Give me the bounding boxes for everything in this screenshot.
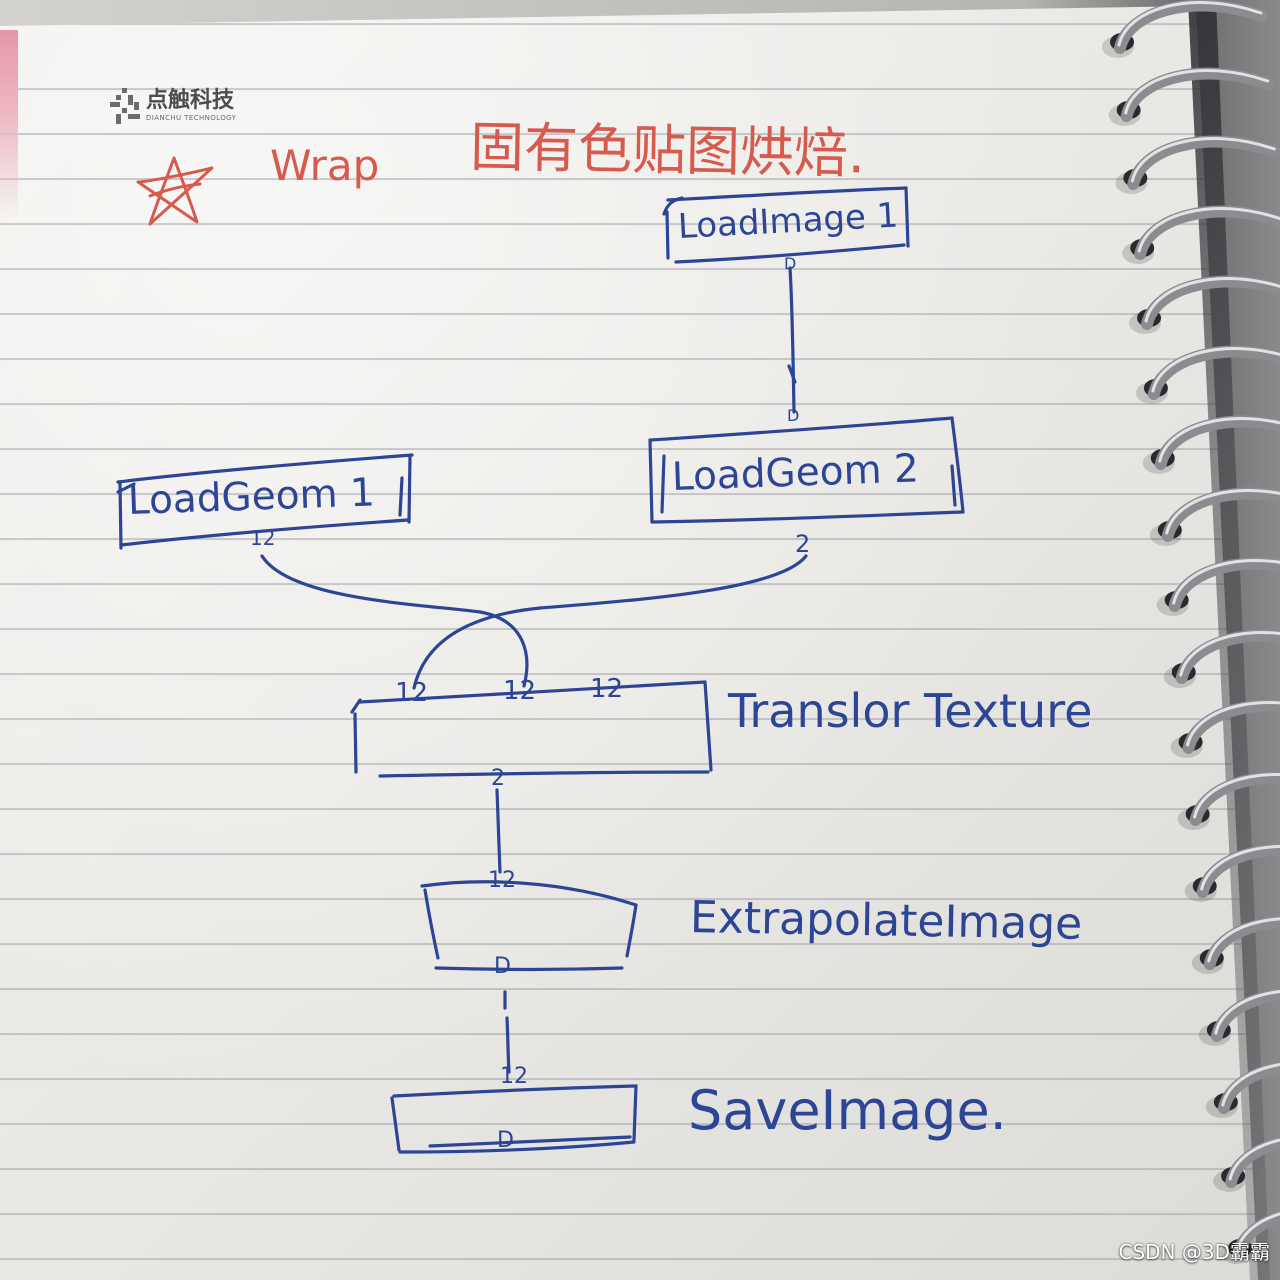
ring-wire [1210, 988, 1280, 1042]
ring-wire [1120, 67, 1275, 122]
spiral-ring [1129, 275, 1280, 334]
edge-extrapolate-image-to-save-image-lower [505, 1016, 511, 1074]
node-label-extrapolate-image: ExtrapolateImage [689, 892, 1083, 950]
ring-wire-highlight [1207, 917, 1280, 963]
edge-load-geom-1-to-translor-texture [260, 554, 529, 688]
ring-wire-highlight [1144, 277, 1280, 323]
port-translor-texture-in-1: 12 [395, 678, 429, 708]
ring-wire [1232, 1211, 1280, 1260]
ring-wire-highlight [1228, 1138, 1280, 1181]
node-box-save-image [390, 1084, 638, 1154]
node-box-translor-texture [350, 680, 713, 778]
notebook-cover-edge [0, 30, 18, 220]
port-translor-texture-in-3: 12 [590, 674, 624, 704]
spiral-ring [1220, 1211, 1280, 1264]
heading-app-name: Wrap [270, 141, 380, 190]
spiral-ring [1115, 135, 1280, 194]
ring-wire-highlight [1165, 489, 1280, 535]
port-translor-texture-in-2: 12 [503, 676, 537, 706]
ring-wire-highlight [1151, 347, 1280, 393]
star-scribble [148, 182, 202, 198]
spiral-ring [1205, 1061, 1280, 1118]
node-label-load-image-1: LoadImage 1 [676, 195, 900, 247]
ring-wire [1134, 205, 1280, 260]
ring-wire-highlight [1179, 631, 1280, 677]
ring-wire-highlight [1137, 207, 1280, 253]
port-save-image-in: 12 [500, 1064, 528, 1089]
ring-wire [1203, 915, 1280, 970]
port-load-image-1-out: D [784, 254, 797, 273]
edge-load-geom-2-to-translor-texture [412, 554, 808, 690]
ring-wire [1182, 699, 1280, 754]
node-label-save-image: SaveImage. [688, 1079, 1007, 1142]
node-label-load-geom-1: LoadGeom 1 [127, 470, 376, 524]
ring-wire [1225, 1137, 1280, 1188]
spiral-ring [1108, 67, 1275, 126]
ring-wire-highlight [1200, 845, 1280, 891]
ring-wire [1175, 629, 1280, 684]
ring-wire-highlight [1186, 701, 1280, 747]
ring-wire [1114, 0, 1268, 54]
ring-wire-highlight [1221, 1063, 1280, 1107]
ring-wire [1154, 415, 1280, 470]
spiral-ring [1149, 487, 1280, 546]
ring-wire [1217, 1061, 1280, 1114]
node-label-load-geom-2: LoadGeom 2 [671, 446, 920, 500]
port-load-geom-2-in: D [787, 406, 800, 425]
spiral-ring [1213, 1137, 1280, 1192]
spiral-ring [1184, 843, 1280, 902]
ring-wire [1127, 135, 1280, 190]
ring-wire-highlight [1117, 1, 1263, 47]
ring-wire-highlight [1158, 417, 1280, 463]
node-box-extrapolate-image [420, 880, 638, 972]
spiral-ring [1163, 629, 1280, 688]
ring-wire [1189, 771, 1280, 826]
watermark: CSDN @3D霸霸 [1118, 1240, 1270, 1264]
logo-name: 点触科技 [146, 88, 235, 113]
ring-wire [1141, 275, 1280, 330]
spiral-ring [1191, 915, 1280, 974]
spiral-ring [1177, 771, 1280, 830]
spiral-ring [1142, 415, 1280, 474]
edge-tick [787, 364, 797, 384]
node-label-translor-texture: Translor Texture [728, 684, 1093, 738]
edge-load-image-1-to-load-geom-2 [788, 266, 796, 414]
spiral-ring [1102, 0, 1268, 58]
port-extrapolate-image-out: D [494, 954, 511, 979]
ring-wire [1161, 487, 1280, 542]
spiral-ring [1170, 699, 1280, 758]
spiral-ring [1122, 205, 1280, 264]
node-box-load-geom-2 [648, 416, 965, 524]
logo-icon [110, 88, 140, 124]
node-box-load-geom-1 [116, 453, 414, 550]
ring-wire-highlight [1130, 137, 1276, 183]
ring-wire-highlight [1193, 773, 1280, 819]
logo-tagline: DIANCHU TECHNOLOGY [146, 114, 237, 122]
port-save-image-out: D [497, 1128, 514, 1153]
spiral-ring [1135, 345, 1280, 404]
ring-wire-highlight [1235, 1212, 1280, 1253]
ring-wire-highlight [1172, 559, 1280, 605]
ring-wire [1168, 557, 1280, 612]
spiral-ring [1156, 557, 1280, 616]
node-box-load-image-1 [662, 186, 910, 264]
port-load-geom-1-out: 12 [250, 526, 276, 550]
port-translor-texture-out: 2 [491, 766, 505, 791]
ring-wire-highlight [1214, 990, 1280, 1035]
spiral-ring [1198, 988, 1280, 1046]
ring-wire-highlight [1124, 69, 1270, 115]
ring-wire [1147, 345, 1280, 400]
ring-wire [1196, 843, 1280, 898]
port-load-geom-2-out: 2 [795, 530, 811, 558]
edge-translor-texture-to-extrapolate-image [495, 788, 502, 874]
port-extrapolate-image-in: 12 [488, 868, 516, 893]
